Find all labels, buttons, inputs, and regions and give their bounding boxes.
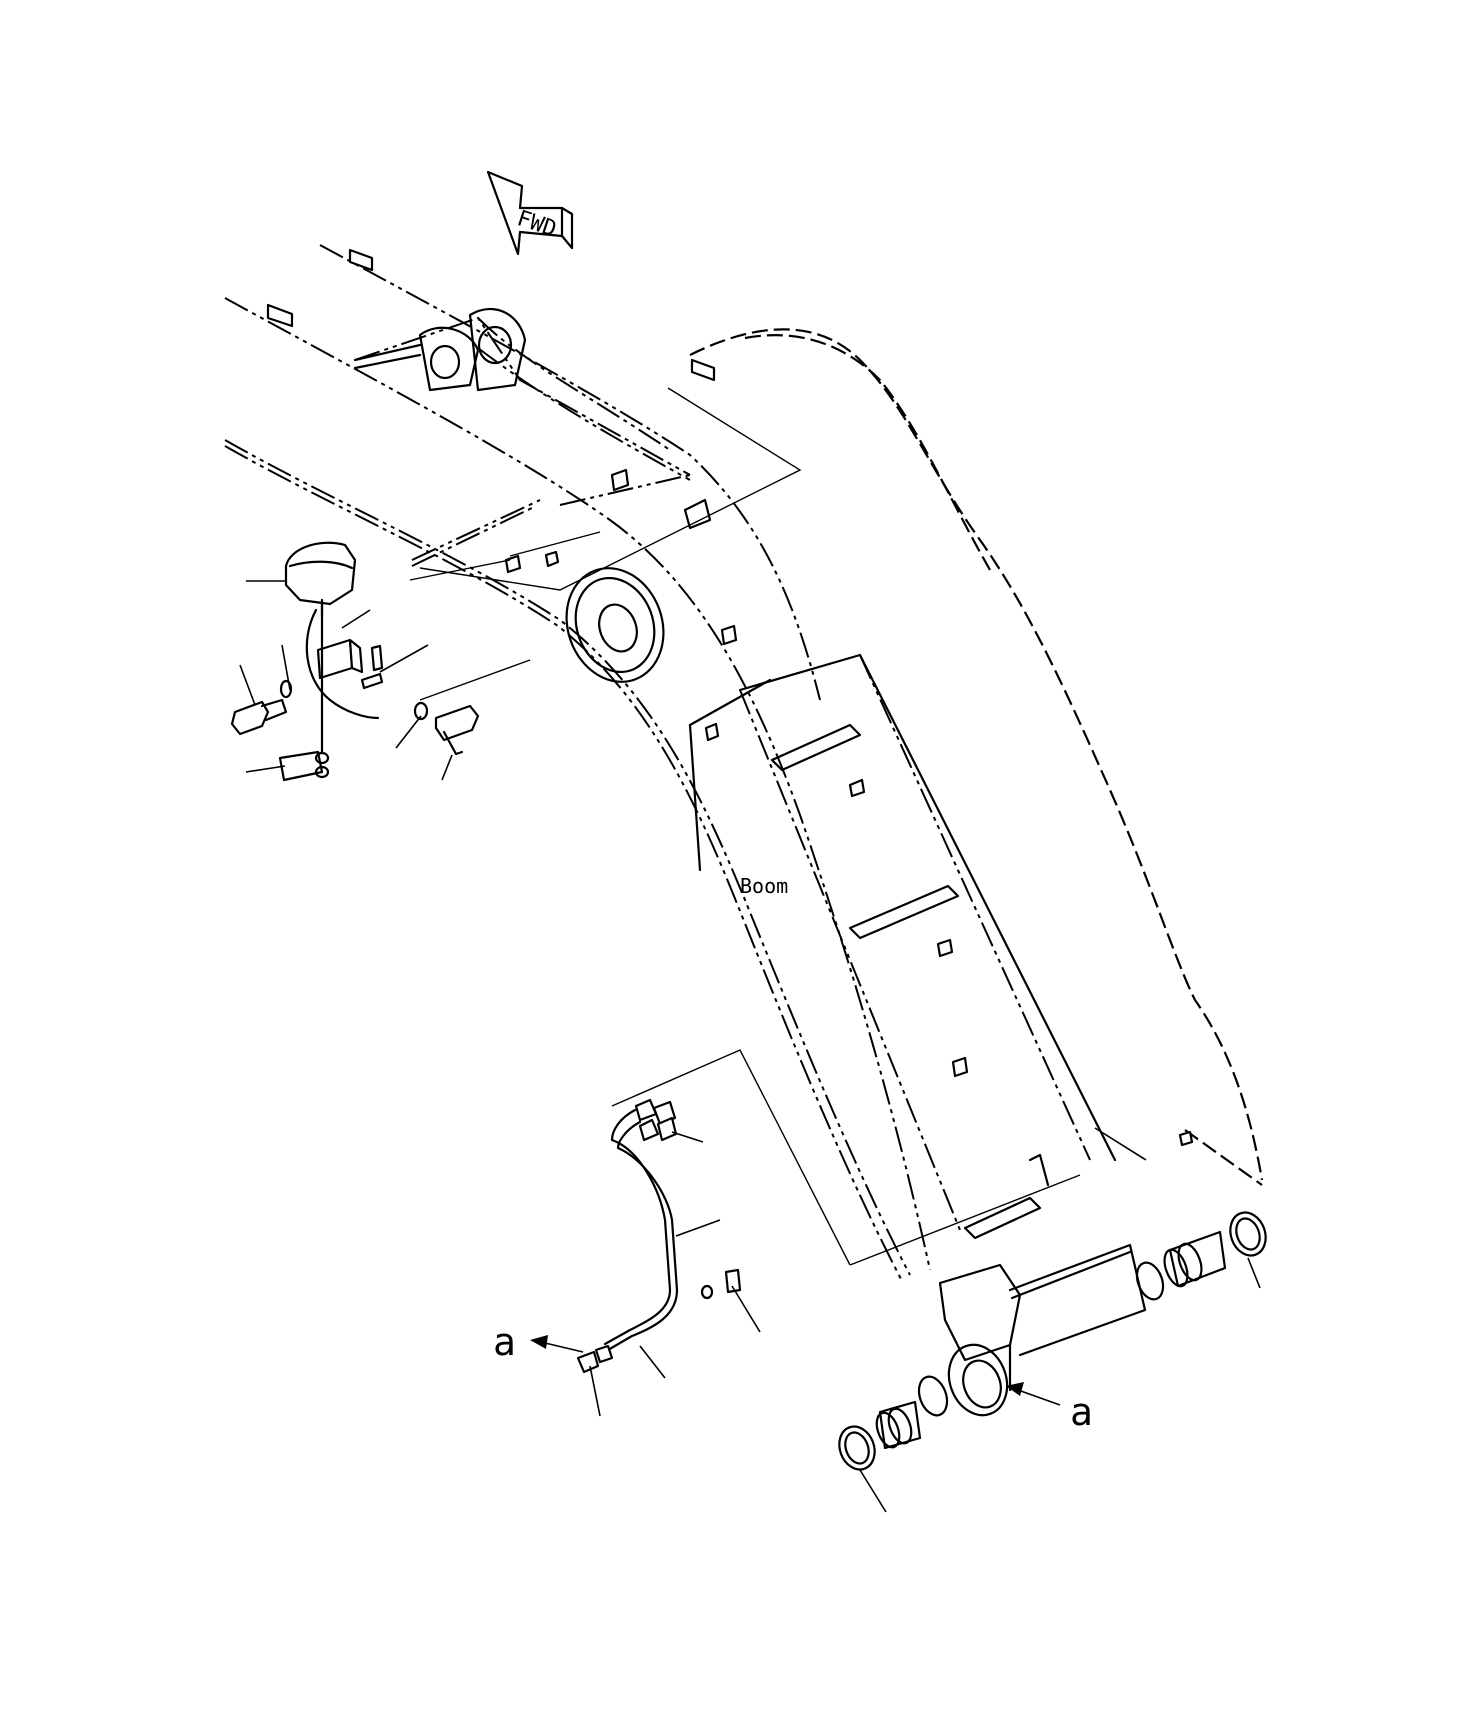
center-pin-boss — [565, 567, 665, 683]
boom-outline — [224, 244, 931, 1282]
work-lamp-assembly — [230, 541, 480, 782]
hose-clamps — [266, 248, 1194, 1147]
callout-frames — [409, 387, 1081, 1266]
clip-plates — [770, 723, 1050, 1240]
detail-ref-a-left: a — [493, 1320, 516, 1364]
lower-bushings-and-seals — [838, 1375, 949, 1471]
bushings-and-seals — [1135, 1211, 1267, 1301]
boom-foot-pin-bosses — [353, 307, 527, 392]
detail-ref-a-right: a — [1070, 1390, 1093, 1434]
reference-arrows — [530, 1335, 1061, 1406]
boom-label: Boom — [740, 874, 788, 898]
boom-body — [411, 499, 1117, 1231]
wiring-harness — [576, 1098, 742, 1374]
fwd-label: FWD — [514, 206, 560, 242]
boom-foot-bracket — [938, 1243, 1147, 1417]
arm-outline — [689, 328, 1264, 1186]
fwd-direction-arrow: FWD — [486, 170, 574, 256]
part-leader-lines — [239, 580, 1261, 1513]
